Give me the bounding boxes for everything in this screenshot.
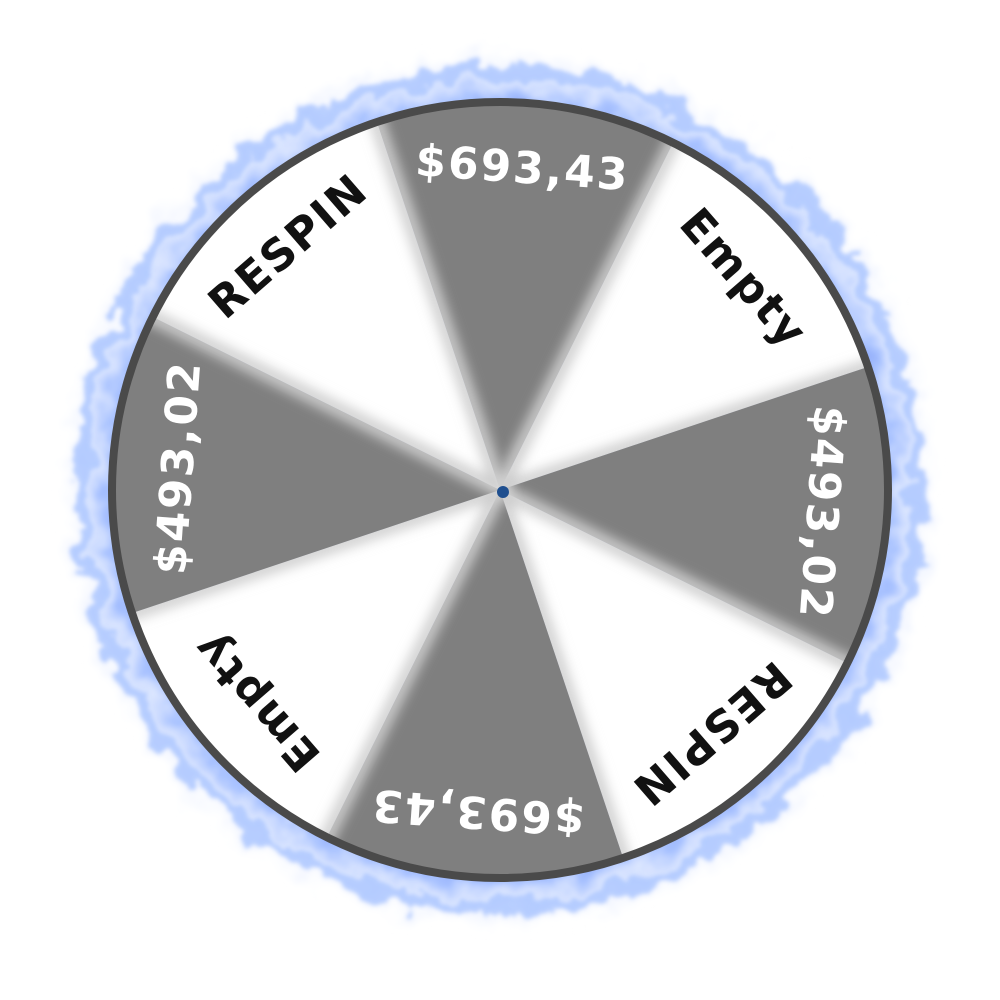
wheel-segment [115, 302, 500, 624]
wheel-segment [500, 356, 885, 678]
wheel-rim [108, 98, 892, 882]
wheel-hub-icon [497, 486, 509, 498]
wheel-segment [312, 490, 634, 875]
wheel-segment [366, 105, 688, 490]
